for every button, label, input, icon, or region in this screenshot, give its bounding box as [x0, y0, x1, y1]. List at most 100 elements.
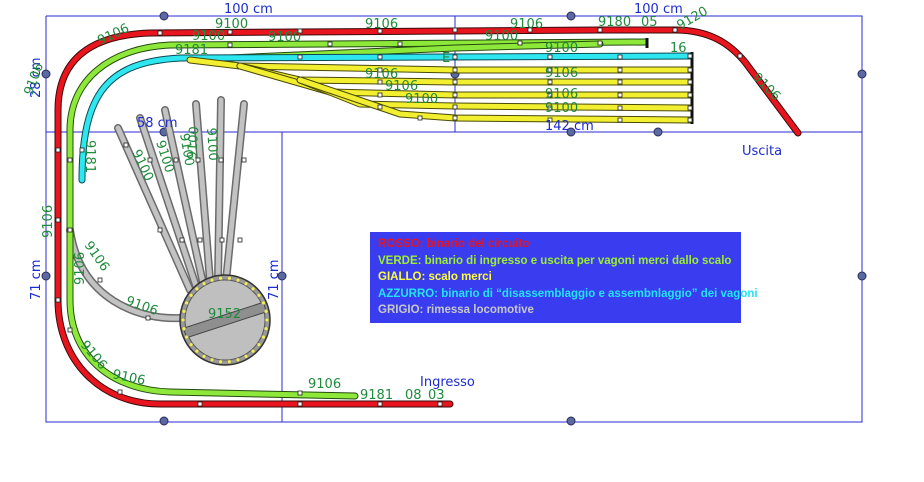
track-joint — [227, 29, 233, 35]
turntable-dot — [256, 342, 262, 347]
track-joint — [452, 115, 458, 121]
mounting-points — [41, 11, 867, 426]
track-label: 03 — [428, 388, 445, 403]
track-label: E — [442, 51, 450, 66]
turntable-dot — [188, 342, 194, 347]
track-label: 9106 — [545, 66, 578, 81]
track-joint — [173, 157, 179, 163]
track-joint — [219, 237, 225, 243]
track-joint — [547, 105, 553, 111]
track-joint — [672, 27, 678, 33]
track-joint — [417, 115, 423, 121]
yard-track — [297, 77, 693, 123]
track-joint — [117, 389, 123, 395]
track-joint — [452, 54, 458, 60]
legend-row: VERDE: binario di ingresso e uscita per … — [378, 253, 733, 270]
track-joint — [377, 28, 383, 34]
turntable-dot — [218, 275, 223, 281]
turntable-dot — [184, 300, 189, 306]
turntable-dot — [218, 359, 223, 365]
legend-text: binario del circuito — [423, 238, 530, 250]
turntable-dot — [250, 348, 256, 354]
track-joint — [437, 401, 443, 407]
track-label: 9100 — [176, 132, 197, 167]
track-joint — [617, 67, 623, 73]
track-joint — [597, 40, 603, 46]
track-label: 9181 — [360, 388, 393, 403]
track-joint — [377, 104, 383, 110]
turntable-dot — [261, 334, 266, 340]
label-entry: Ingresso — [420, 375, 475, 390]
track-joint — [227, 42, 233, 48]
track-joint — [687, 92, 693, 98]
track-label: 9106 — [545, 87, 578, 102]
turntable-dot — [201, 281, 207, 286]
track-joint — [687, 53, 693, 59]
track-joint — [297, 28, 303, 34]
track-joint — [547, 117, 553, 123]
turntable-dot — [194, 348, 200, 354]
track-joint — [147, 157, 153, 163]
track-joint — [617, 105, 623, 111]
legend-key: AZZURRO: — [378, 287, 439, 300]
turntable-dot — [235, 277, 241, 283]
track-joint — [377, 401, 383, 407]
turntable-dot — [243, 354, 249, 359]
legend-row: ROSSO: binario del circuito — [378, 236, 733, 253]
turntable-dot — [263, 326, 269, 331]
track-joint — [737, 53, 743, 59]
track-joint — [197, 237, 203, 243]
track-joint — [547, 54, 553, 60]
legend-key: GIALLO: — [378, 271, 426, 283]
track-joint — [377, 67, 383, 73]
legend-key: GRIGIO: — [378, 304, 424, 316]
turntable-dot — [235, 357, 241, 363]
main-loop-red — [54, 26, 802, 408]
turntable-dot — [184, 334, 189, 340]
legend-row: GIALLO: scalo merci — [378, 269, 733, 286]
yard-track — [187, 57, 693, 73]
track-joint — [452, 92, 458, 98]
turntable-dot — [256, 293, 262, 298]
dim-top-left: 100 cm — [224, 2, 273, 17]
track-label: 9106 — [95, 21, 131, 49]
track-joint — [527, 27, 533, 33]
track-label: 9106 — [308, 377, 341, 392]
track-joint — [452, 104, 458, 110]
track-joint — [55, 147, 61, 153]
track-label: 9106 — [365, 67, 398, 82]
track-label: 9100 — [203, 127, 220, 161]
turntable-dot — [181, 326, 187, 331]
turntable-dot — [181, 309, 187, 314]
track-joint — [597, 27, 603, 33]
legend-text: binario di ingresso e uscita per vagoni … — [421, 254, 732, 267]
track-label: 9180 — [598, 15, 631, 30]
track-label: 9100 — [192, 29, 225, 44]
dim-inner-right: 142 cm — [545, 119, 594, 134]
track-label: 9106 — [510, 17, 543, 32]
track-joint — [145, 315, 151, 321]
turntable — [179, 274, 271, 366]
track-label: 9106 — [111, 367, 146, 389]
track-joint — [241, 157, 247, 163]
track-label: 08 — [405, 388, 422, 403]
track-joint — [617, 54, 623, 60]
track-joint — [179, 237, 185, 243]
track-joint — [79, 147, 85, 153]
track-label: 9106 — [41, 205, 56, 238]
track-joint — [55, 217, 61, 223]
turntable-dot — [194, 286, 200, 292]
track-joint — [55, 297, 61, 303]
turntable-dot — [209, 357, 215, 363]
track-joint — [687, 105, 693, 111]
legend-text: scalo merci — [425, 271, 492, 283]
track-label: 9100 — [545, 41, 578, 56]
turntable-dot — [261, 300, 266, 306]
dim-top-right: 100 cm — [634, 2, 683, 17]
track-joints — [55, 27, 743, 407]
track-label: 9100 — [268, 30, 301, 45]
track-joint — [452, 27, 458, 33]
turntable-dot — [227, 275, 232, 281]
track-joint — [687, 67, 693, 73]
